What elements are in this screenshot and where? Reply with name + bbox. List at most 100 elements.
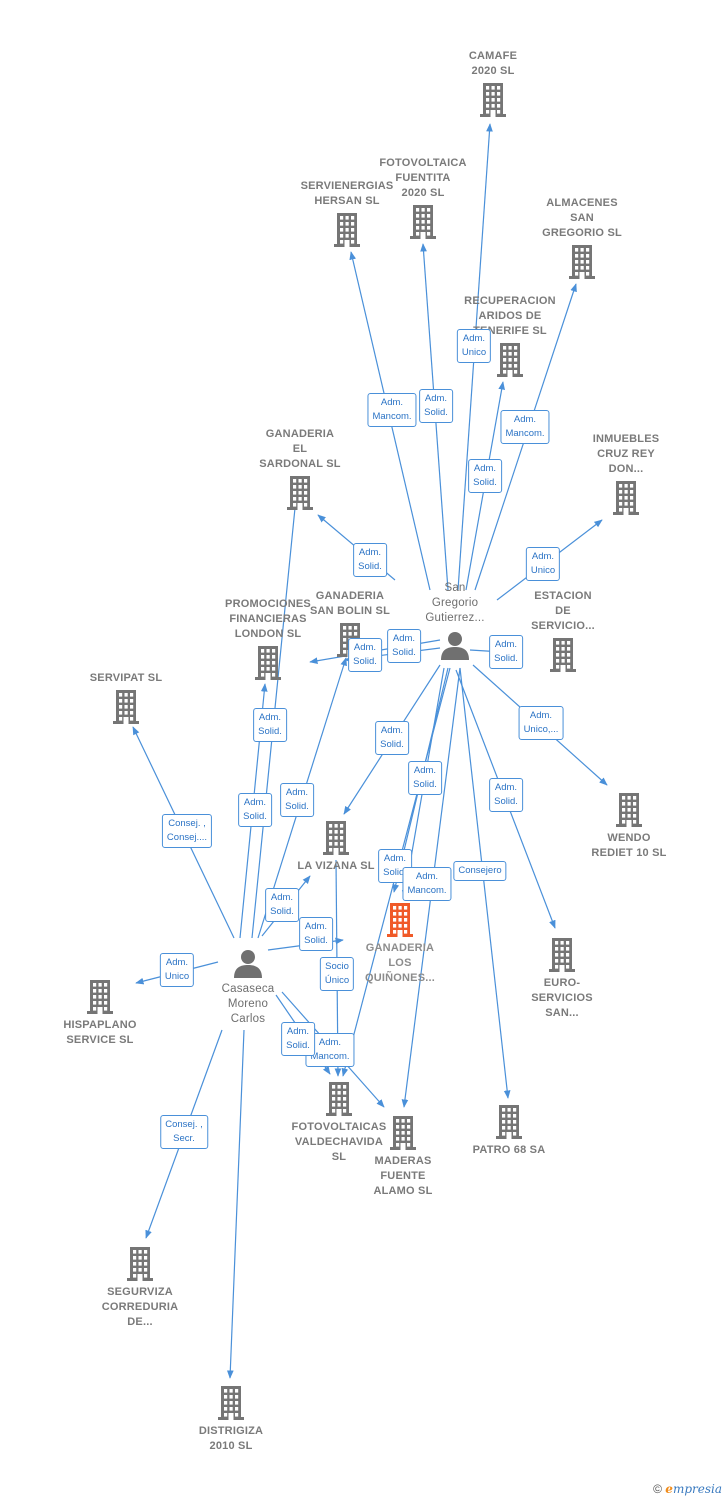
company-node-almacenes[interactable]: ALMACENES SAN GREGORIO SL — [507, 196, 657, 279]
building-icon — [87, 980, 113, 1014]
node-label: WENDO REDIET 10 SL — [591, 832, 667, 859]
building-icon — [410, 205, 436, 239]
building-icon — [390, 1116, 416, 1150]
relation-tag[interactable]: Adm. Unico — [159, 953, 195, 987]
node-label: ALMACENES SAN GREGORIO SL — [542, 197, 622, 239]
company-node-fotovoltaicas-valdechavida[interactable]: FOTOVOLTAICAS VALDECHAVIDA SL — [264, 1082, 414, 1165]
relation-tag[interactable]: Adm. Solid. — [281, 1022, 315, 1056]
relation-tag[interactable]: Adm. Solid. — [280, 783, 314, 817]
building-icon — [287, 476, 313, 510]
company-node-hispaplano[interactable]: HISPAPLANO SERVICE SL — [25, 980, 175, 1048]
building-icon — [569, 245, 595, 279]
brand-initial: e — [665, 1482, 673, 1496]
relation-tag[interactable]: Adm. Solid. — [299, 917, 333, 951]
company-node-recuperacion[interactable]: RECUPERACION ARIDOS DE TENERIFE SL — [435, 294, 585, 377]
person-node-sangregorio[interactable]: San Gregorio Gutierrez... — [380, 581, 530, 660]
company-node-sardonal[interactable]: GANADERIA EL SARDONAL SL — [225, 427, 375, 510]
relation-tag[interactable]: Adm. Solid. — [353, 543, 387, 577]
relation-tag[interactable]: Adm. Mancom. — [500, 410, 550, 444]
company-node-lavizana[interactable]: LA VIZANA SL — [261, 821, 411, 874]
node-label: ESTACION DE SERVICIO... — [531, 590, 595, 632]
person-icon — [441, 632, 469, 660]
building-icon — [218, 1386, 244, 1420]
company-node-fotovoltaica-fuentita[interactable]: FOTOVOLTAICA FUENTITA 2020 SL — [348, 156, 498, 239]
company-node-estacion[interactable]: ESTACION DE SERVICIO... — [488, 589, 638, 672]
node-label: FOTOVOLTAICAS VALDECHAVIDA SL — [291, 1121, 387, 1163]
node-label: GANADERIA LOS QUIÑONES... — [364, 942, 436, 984]
company-node-distrigiza[interactable]: DISTRIGIZA 2010 SL — [156, 1386, 306, 1454]
node-label: San Gregorio Gutierrez... — [425, 582, 485, 624]
relation-tag[interactable]: Adm. Solid. — [468, 459, 502, 493]
copyright-footer: © empresia — [653, 1482, 722, 1496]
company-node-wendo[interactable]: WENDO REDIET 10 SL — [554, 793, 704, 861]
building-icon — [334, 213, 360, 247]
relation-tag[interactable]: Adm. Solid. — [253, 708, 287, 742]
person-icon — [234, 950, 262, 978]
brand-name: mpresia — [672, 1482, 722, 1496]
node-label: MADERAS FUENTE ALAMO SL — [373, 1155, 433, 1197]
building-icon — [613, 481, 639, 515]
relation-tag[interactable]: Adm. Solid. — [419, 389, 453, 423]
node-label: SEGURVIZA CORREDURIA DE... — [101, 1286, 179, 1328]
node-label: RECUPERACION ARIDOS DE TENERIFE SL — [464, 295, 556, 337]
relation-tag[interactable]: Consejero — [453, 861, 507, 881]
node-label: PATRO 68 SA — [472, 1144, 546, 1156]
node-label: DISTRIGIZA 2010 SL — [198, 1425, 264, 1452]
company-node-inmuebles[interactable]: INMUEBLES CRUZ REY DON... — [551, 432, 701, 515]
building-icon — [255, 646, 281, 680]
relation-tag[interactable]: Adm. Solid. — [265, 888, 299, 922]
company-node-segurviza[interactable]: SEGURVIZA CORREDURIA DE... — [65, 1247, 215, 1330]
relation-edge — [226, 1029, 245, 1379]
node-label: FOTOVOLTAICA FUENTITA 2020 SL — [379, 157, 467, 199]
company-node-euro[interactable]: EURO- SERVICIOS SAN... — [487, 938, 637, 1021]
node-label: PROMOCIONES FINANCIERAS LONDON SL — [225, 598, 311, 640]
relation-tag[interactable]: Adm. Solid. — [375, 721, 409, 755]
building-icon — [127, 1247, 153, 1281]
relation-tag[interactable]: Adm. Solid. — [489, 778, 523, 812]
building-icon — [480, 83, 506, 117]
node-label: SERVIENERGIAS HERSAN SL — [300, 180, 394, 207]
relation-tag[interactable]: Adm. Solid. — [238, 793, 272, 827]
relation-tag[interactable]: Adm. Mancom. — [367, 393, 417, 427]
company-node-quinones[interactable]: GANADERIA LOS QUIÑONES... — [325, 903, 475, 986]
building-icon — [387, 903, 413, 937]
building-icon — [326, 1082, 352, 1116]
building-icon — [113, 690, 139, 724]
company-node-servipat[interactable]: SERVIPAT SL — [51, 671, 201, 724]
relation-tag[interactable]: Adm. Unico — [525, 547, 561, 581]
relation-tag[interactable]: Adm. Solid. — [387, 629, 421, 663]
node-label: SERVIPAT SL — [89, 672, 163, 684]
node-label: CAMAFE 2020 SL — [468, 50, 518, 77]
company-node-maderas[interactable]: MADERAS FUENTE ALAMO SL — [328, 1116, 478, 1199]
node-label: EURO- SERVICIOS SAN... — [531, 977, 593, 1019]
node-label: GANADERIA EL SARDONAL SL — [259, 428, 341, 470]
company-node-promociones[interactable]: PROMOCIONES FINANCIERAS LONDON SL — [193, 597, 343, 680]
relation-tag[interactable]: Adm. Solid. — [348, 638, 382, 672]
building-icon — [616, 793, 642, 827]
relation-tag[interactable]: Adm. Solid. — [489, 635, 523, 669]
node-label: LA VIZANA SL — [297, 860, 375, 872]
relation-tag[interactable]: Adm. Solid. — [408, 761, 442, 795]
company-node-camafe[interactable]: CAMAFE 2020 SL — [418, 49, 568, 117]
relation-edge — [459, 667, 511, 1099]
node-label: INMUEBLES CRUZ REY DON... — [592, 433, 660, 475]
node-label: HISPAPLANO SERVICE SL — [63, 1019, 137, 1046]
person-node-casaseca[interactable]: Casaseca Moreno Carlos — [173, 948, 323, 1027]
building-icon — [549, 938, 575, 972]
relation-tag[interactable]: Consej. , Consej.... — [161, 814, 213, 848]
company-node-servienergias[interactable]: SERVIENERGIAS HERSAN SL — [272, 179, 422, 247]
company-node-patro[interactable]: PATRO 68 SA — [434, 1105, 584, 1158]
relation-tag[interactable]: Socio Único — [319, 957, 355, 991]
relation-tag[interactable]: Consej. , Secr. — [160, 1115, 208, 1149]
relation-tag[interactable]: Adm. Unico,... — [518, 706, 564, 740]
building-icon — [550, 638, 576, 672]
relation-tag[interactable]: Adm. Unico — [456, 329, 492, 363]
building-icon — [323, 821, 349, 855]
building-icon — [496, 1105, 522, 1139]
node-label: GANADERIA SAN BOLIN SL — [309, 590, 390, 617]
copyright-symbol: © — [653, 1482, 662, 1496]
node-label: Casaseca Moreno Carlos — [221, 983, 275, 1025]
relation-tag[interactable]: Adm. Mancom. — [402, 867, 452, 901]
building-icon — [497, 343, 523, 377]
